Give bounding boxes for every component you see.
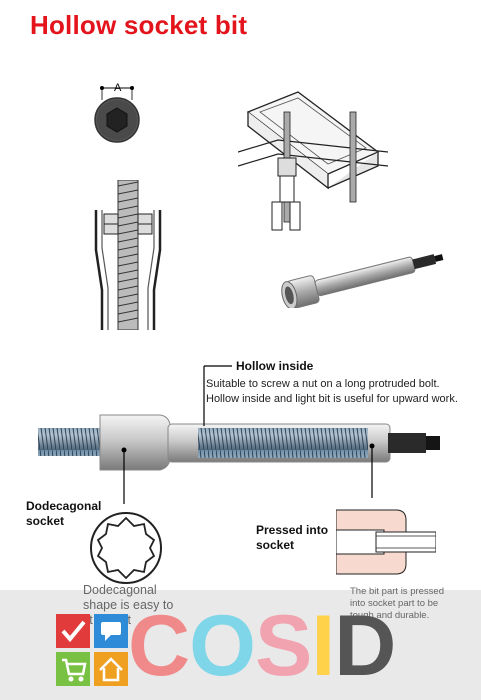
hollow-inside-heading: Hollow inside [236, 359, 314, 373]
watermark-letter-c: C [128, 598, 190, 694]
dodecagonal-socket-heading: Dodecagonal socket [26, 499, 101, 529]
dimension-label: A [114, 82, 122, 94]
hollow-inside-description: Suitable to screw a nut on a long protru… [206, 377, 458, 407]
watermark-logo-text: COSID [128, 598, 396, 694]
watermark-letter-i: I [311, 598, 335, 694]
dodecagonal-heading-line-2: socket [26, 514, 65, 528]
dodecagonal-socket-diagram [90, 512, 162, 584]
hollow-socket-bit-photo [281, 254, 444, 308]
hollow-inside-line-2: Hollow inside and light bit is useful fo… [206, 393, 458, 405]
watermark-letter-s: S [255, 598, 312, 694]
hollow-socket-bit-cutaway [38, 365, 440, 504]
upward-work-illustration [238, 91, 388, 231]
pressed-desc-line-1: The bit part is pressed [350, 586, 444, 597]
pressed-desc-line-3: tough and durable. [350, 610, 430, 621]
pressed-into-socket-description: The bit part is pressed into socket part… [350, 586, 444, 622]
pressed-heading-line-1: Pressed into [256, 523, 329, 537]
dodecagonal-desc-line-2: shape is easy to [83, 598, 174, 612]
nut-on-bolt-section-diagram [94, 180, 162, 330]
pressed-heading-line-2: socket [256, 538, 295, 552]
hollow-inside-line-1: Suitable to screw a nut on a long protru… [206, 378, 440, 390]
pressed-desc-line-2: into socket part to be [350, 598, 439, 609]
page-title: Hollow socket bit [30, 10, 248, 40]
pressed-into-socket-diagram [336, 509, 436, 575]
pressed-into-socket-heading: Pressed into socket [256, 523, 328, 553]
dodecagonal-heading-line-1: Dodecagonal [26, 499, 102, 513]
watermark-letter-d: D [334, 598, 396, 694]
watermark-letter-o: O [189, 598, 256, 694]
check-icon [56, 614, 90, 648]
watermark-badge-logo [56, 614, 128, 686]
socket-end-view-diagram: A [94, 82, 140, 143]
dodecagonal-desc-line-1: Dodecagonal [83, 583, 157, 597]
